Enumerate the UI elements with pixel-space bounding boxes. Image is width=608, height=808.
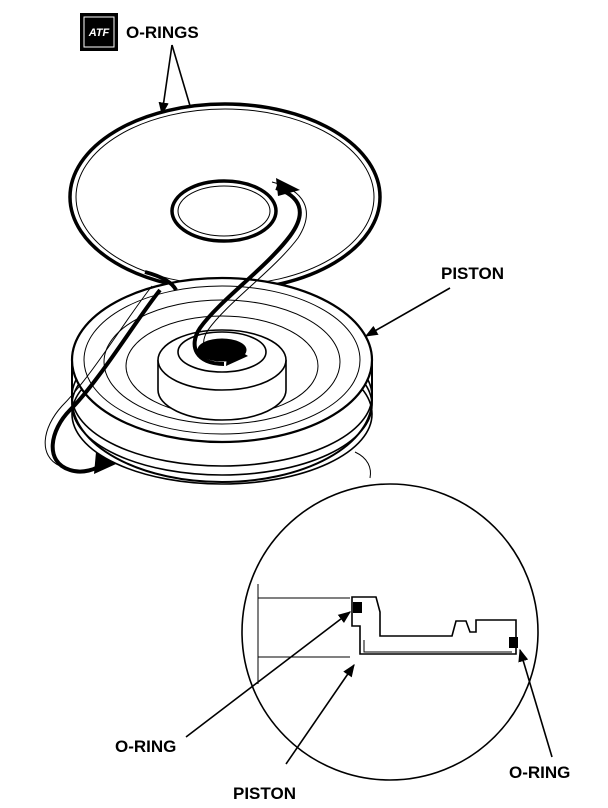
atf-logo: ATF [80,13,118,51]
atf-logo-text: ATF [88,27,110,39]
piston-body [70,276,374,485]
detail-leaders [185,611,553,765]
inner-o-ring [170,179,278,243]
o-rings-label: O-RINGS [126,23,199,42]
installation-path-arrow [44,178,307,474]
detail-view [241,483,539,781]
piston-bottom-label: PISTON [233,784,296,803]
o-ring-right-label: O-RING [509,763,570,782]
upper-disc [68,102,382,292]
piston-top-label: PISTON [441,264,504,283]
o-ring-left-label: O-RING [115,737,176,756]
piston-top-leader [364,287,451,337]
